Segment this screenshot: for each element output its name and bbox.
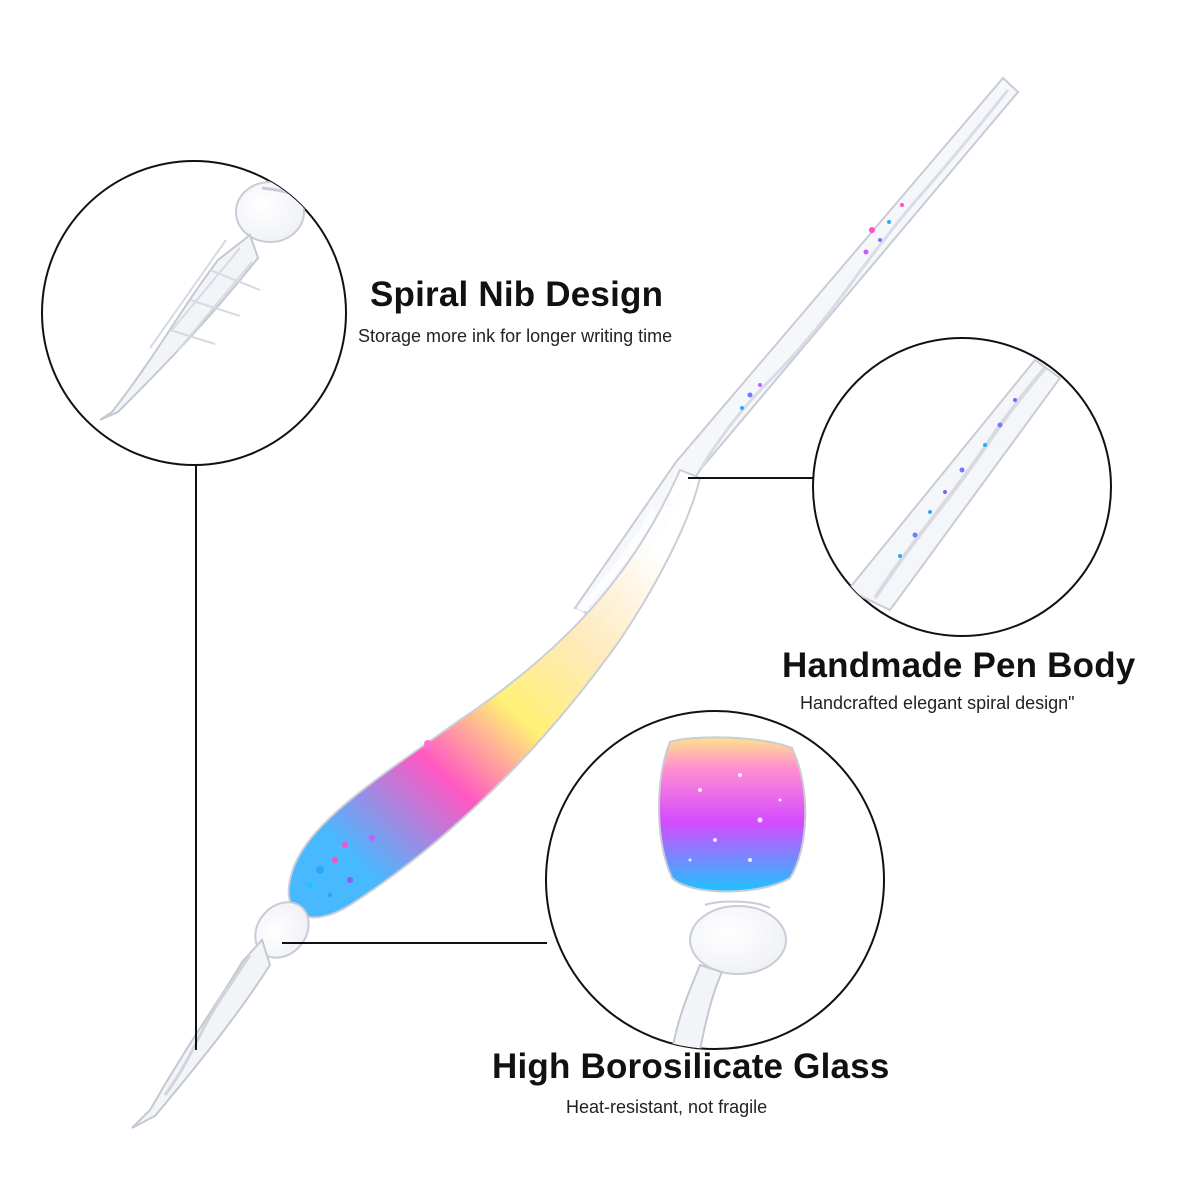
leader-lines [195,465,814,1050]
pen-body-title: Handmade Pen Body [782,646,1136,685]
zoom-body-shaft [846,358,1062,612]
spiral-nib-title: Spiral Nib Design [370,275,664,314]
borosilicate-glass-title: High Borosilicate Glass [492,1047,890,1086]
pen-body-subtitle: Handcrafted elegant spiral design" [800,693,1075,713]
zoom-circle-nib [41,160,347,466]
zoom-body-glitter [898,398,1017,558]
zoom-circle-glass [545,710,885,1050]
zoom-circle-body [812,337,1112,637]
pen-barrel-highlight [418,508,659,743]
zoom-glass-bead [689,905,787,975]
spiral-nib-subtitle: Storage more ink for longer writing time [358,326,673,346]
zoom-glass-glitter [688,773,782,862]
barrel-glitter [307,740,448,898]
zoom-glass-barrel [658,736,807,893]
pen-nib-twist [163,954,252,1096]
borosilicate-glass-subtitle: Heat-resistant, not fragile [566,1097,768,1117]
zoom-glass-nib [670,963,724,1049]
shaft-glitter [666,203,904,507]
pen-shaft-spiral [698,89,1010,471]
zoom-nib-spiral [99,233,260,421]
glass-pen [131,76,1020,1129]
